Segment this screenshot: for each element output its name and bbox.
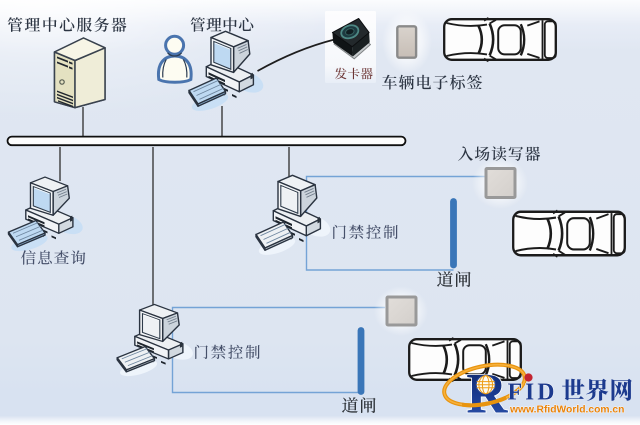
svg-text:www.RfidWorld.com.cn: www.RfidWorld.com.cn: [509, 404, 624, 415]
svg-text:FID: FID: [508, 380, 558, 406]
